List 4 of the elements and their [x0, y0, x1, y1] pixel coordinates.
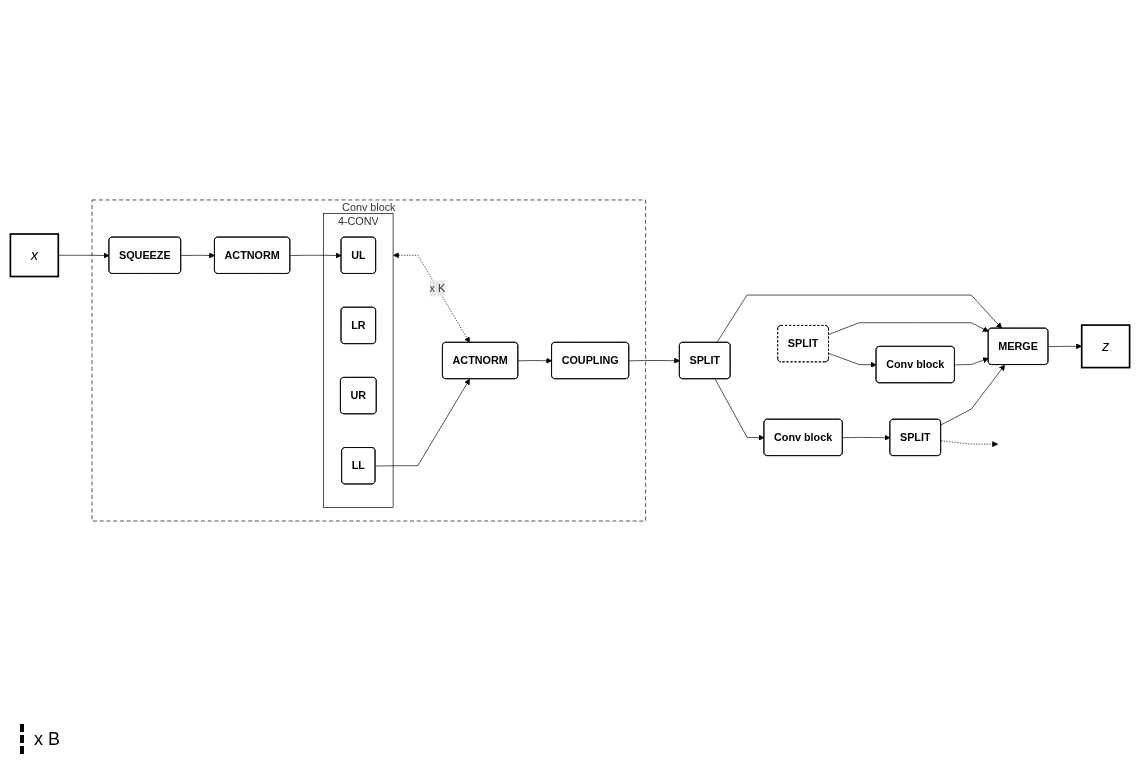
edge-label: x K	[429, 281, 445, 294]
node-box: x	[9, 232, 59, 277]
repeat-label: x B	[34, 728, 60, 750]
node-box: z	[1080, 323, 1130, 368]
